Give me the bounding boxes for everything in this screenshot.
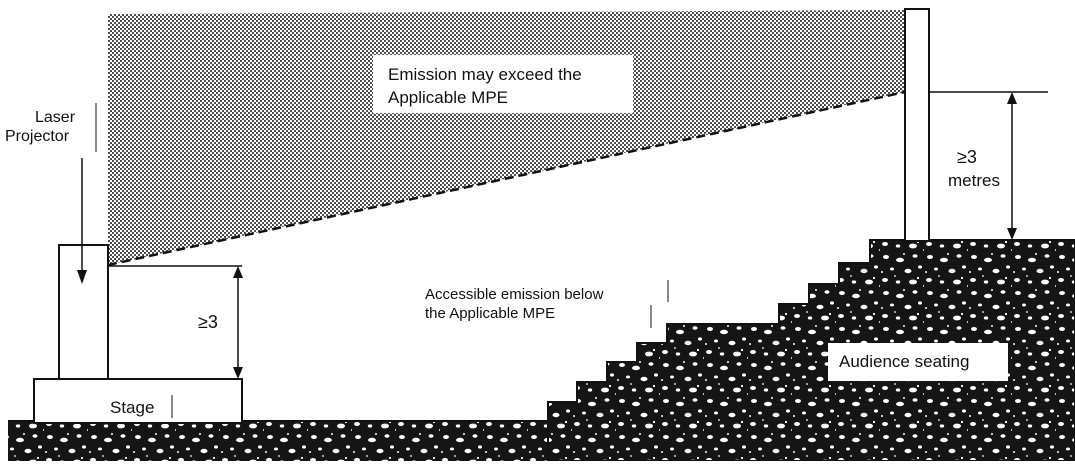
measuring-post <box>904 8 930 242</box>
audience-seating-terraces <box>547 239 1075 462</box>
emission-exceed-label-box <box>373 55 633 113</box>
projector-arrow-head <box>77 270 87 284</box>
accessible-emission-label-line1: Accessible emission below <box>425 286 604 303</box>
emission-exceed-zone <box>108 10 905 265</box>
seating-height-label-line2: metres <box>948 171 1000 190</box>
emission-exceed-label-line2: Applicable MPE <box>388 88 508 107</box>
stage-height-label: ≥3 <box>198 312 218 332</box>
seating-height-label-box <box>945 140 1005 192</box>
stage-height-arrow-head-top <box>233 266 243 278</box>
laser-projector-post <box>58 244 109 380</box>
audience-seating-label-box <box>828 343 1008 381</box>
emission-exceed-label-line1: Emission may exceed the <box>388 65 582 84</box>
seating-height-arrow-head-top <box>1007 92 1017 104</box>
mpe-boundary-dashed-line <box>107 90 906 267</box>
accessible-emission-label-line2: the Applicable MPE <box>425 305 555 322</box>
laser-projector-label-line2: Projector <box>5 128 70 145</box>
audience-seating-label: Audience seating <box>839 352 969 371</box>
stage-label: Stage <box>110 398 154 417</box>
stage-platform <box>33 378 243 424</box>
laser-projector-label-line1: Laser <box>35 109 76 126</box>
seating-height-arrow-head-bottom <box>1007 228 1017 240</box>
stage-height-arrow-head-bottom <box>233 367 243 379</box>
seating-height-label-line1: ≥3 <box>957 147 977 167</box>
